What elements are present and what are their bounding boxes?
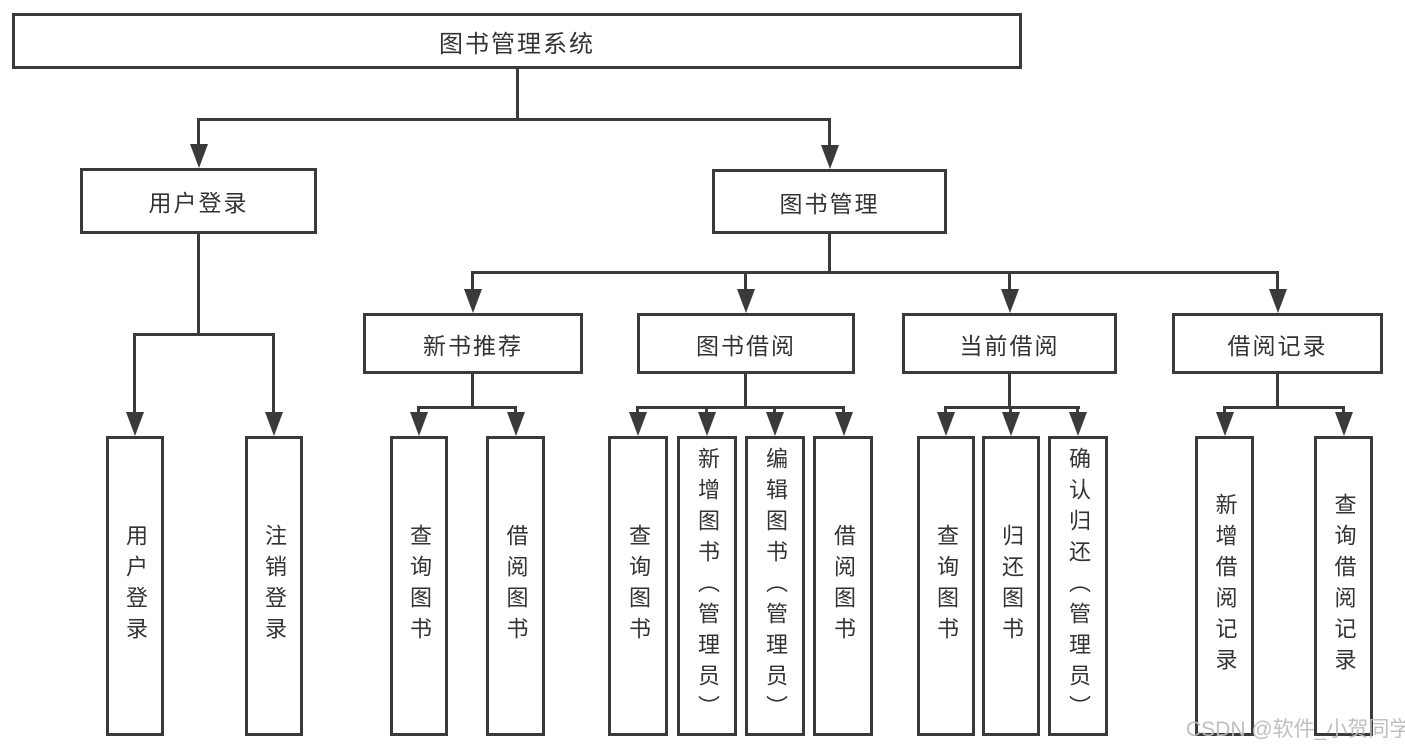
leaf-label: 查询借阅记录	[1331, 493, 1357, 679]
arrowhead-icon	[1069, 412, 1087, 436]
arrowhead-icon	[1269, 289, 1287, 313]
connector-line	[471, 271, 1279, 274]
node-library-system: 图书管理系统	[12, 13, 1022, 69]
arrowhead-icon	[126, 412, 144, 436]
leaf-query-borrow-record: 查询借阅记录	[1314, 436, 1373, 736]
csdn-watermark: CSDN @软件_小贺同学	[1186, 718, 1405, 741]
leaf-query-books-current: 查询图书	[917, 436, 975, 736]
arrowhead-icon	[1002, 412, 1020, 436]
arrowhead-icon	[464, 289, 482, 313]
leaf-edit-books-admin: 编辑图书（管理员）	[745, 436, 805, 736]
node-new-book-recommend: 新书推荐	[363, 313, 583, 374]
node-book-borrow: 图书借阅	[637, 313, 855, 374]
connector-line	[636, 406, 845, 409]
leaf-label: 用户登录	[123, 524, 148, 648]
leaf-label: 借阅图书	[831, 524, 856, 648]
connector-line	[1008, 374, 1011, 408]
arrowhead-icon	[1001, 289, 1019, 313]
connector-line	[1008, 271, 1011, 293]
connector-line	[1223, 406, 1345, 409]
arrowhead-icon	[821, 145, 839, 169]
node-label: 图书借阅	[696, 332, 796, 359]
connector-line	[197, 234, 200, 335]
leaf-query-books-borrow: 查询图书	[608, 436, 668, 736]
leaf-label: 查询图书	[407, 524, 432, 648]
node-user-login: 用户登录	[80, 168, 317, 234]
connector-line	[417, 406, 517, 409]
connector-line	[744, 374, 747, 408]
node-current-borrow: 当前借阅	[902, 313, 1117, 374]
node-label: 图书管理	[779, 190, 880, 217]
arrowhead-icon	[766, 412, 784, 436]
node-label: 借阅记录	[1227, 332, 1328, 359]
arrowhead-icon	[265, 412, 283, 436]
arrowhead-icon	[629, 412, 647, 436]
arrowhead-icon	[1216, 412, 1234, 436]
arrowhead-icon	[937, 412, 955, 436]
leaf-logout: 注销登录	[245, 436, 303, 736]
connector-line	[828, 234, 831, 273]
connector-line	[744, 271, 747, 293]
connector-line	[1276, 374, 1279, 408]
connector-line	[272, 333, 275, 418]
connector-line	[197, 118, 200, 148]
connector-line	[828, 118, 831, 148]
arrowhead-icon	[835, 412, 853, 436]
connector-line	[1276, 271, 1279, 293]
leaf-label: 查询图书	[626, 524, 651, 648]
arrowhead-icon	[698, 412, 716, 436]
arrowhead-icon	[1335, 412, 1353, 436]
leaf-borrow-books-recommend: 借阅图书	[486, 436, 545, 736]
connector-line	[133, 333, 136, 418]
connector-line	[471, 374, 474, 408]
leaf-label: 归还图书	[999, 524, 1024, 648]
leaf-label: 新增借阅记录	[1212, 493, 1238, 679]
node-label: 用户登录	[148, 190, 249, 216]
leaf-confirm-return-admin: 确认归还（管理员）	[1048, 436, 1108, 736]
leaf-return-books: 归还图书	[982, 436, 1040, 736]
connector-line	[944, 406, 1080, 409]
node-label: 新书推荐	[423, 332, 523, 359]
connector-line	[197, 118, 831, 121]
leaf-label: 新增图书（管理员）	[695, 446, 720, 726]
connector-line	[133, 333, 275, 336]
leaf-label: 借阅图书	[503, 524, 529, 648]
leaf-borrow-books: 借阅图书	[813, 436, 873, 736]
leaf-user-login: 用户登录	[106, 436, 164, 736]
leaf-add-borrow-record: 新增借阅记录	[1195, 436, 1254, 736]
arrowhead-icon	[190, 144, 208, 168]
node-borrow-records: 借阅记录	[1172, 313, 1383, 374]
leaf-add-books-admin: 新增图书（管理员）	[677, 436, 737, 736]
leaf-label: 查询图书	[934, 524, 959, 648]
node-label: 图书管理系统	[439, 30, 595, 58]
arrowhead-icon	[507, 412, 525, 436]
leaf-label: 确认归还（管理员）	[1066, 446, 1091, 726]
connector-line	[516, 68, 519, 120]
node-label: 当前借阅	[959, 332, 1060, 359]
arrowhead-icon	[737, 289, 755, 313]
connector-line	[471, 271, 474, 293]
arrowhead-icon	[410, 412, 428, 436]
leaf-label: 注销登录	[262, 524, 287, 648]
node-book-management: 图书管理	[712, 169, 947, 234]
leaf-query-books-recommend: 查询图书	[390, 436, 448, 736]
leaf-label: 编辑图书（管理员）	[763, 446, 788, 726]
